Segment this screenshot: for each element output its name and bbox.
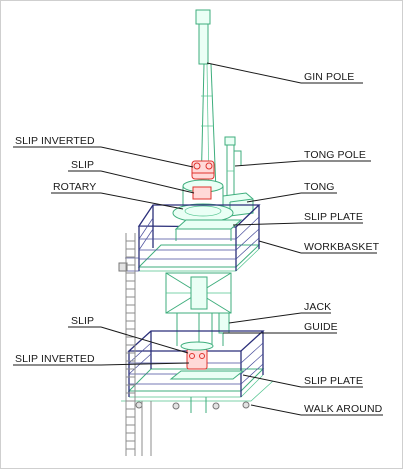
tong-pole (224, 136, 242, 201)
leader-lines (13, 62, 383, 416)
label-slip-top: SLIP (71, 159, 94, 171)
label-tong-pole: TONG POLE (304, 149, 366, 161)
label-slip-plate-top: SLIP PLATE (304, 211, 363, 223)
label-slip-inverted-top: SLIP INVERTED (15, 135, 95, 147)
label-walk-around: WALK AROUND (304, 403, 383, 415)
workbasket-upper (118, 204, 261, 272)
label-gin-pole: GIN POLE (304, 71, 354, 83)
label-slip-bottom: SLIP (71, 315, 94, 327)
label-jack: JACK (304, 301, 331, 313)
label-guide: GUIDE (304, 321, 338, 333)
label-rotary: ROTARY (53, 181, 96, 193)
slip-inverted-top (191, 160, 215, 180)
label-tong: TONG (304, 181, 335, 193)
workbasket-lower (121, 330, 274, 413)
rotary (172, 203, 234, 223)
jack-frame (165, 272, 232, 346)
label-workbasket: WORKBASKET (304, 241, 380, 253)
label-slip-plate-bottom: SLIP PLATE (304, 375, 363, 387)
label-slip-inverted-bottom: SLIP INVERTED (15, 353, 95, 365)
